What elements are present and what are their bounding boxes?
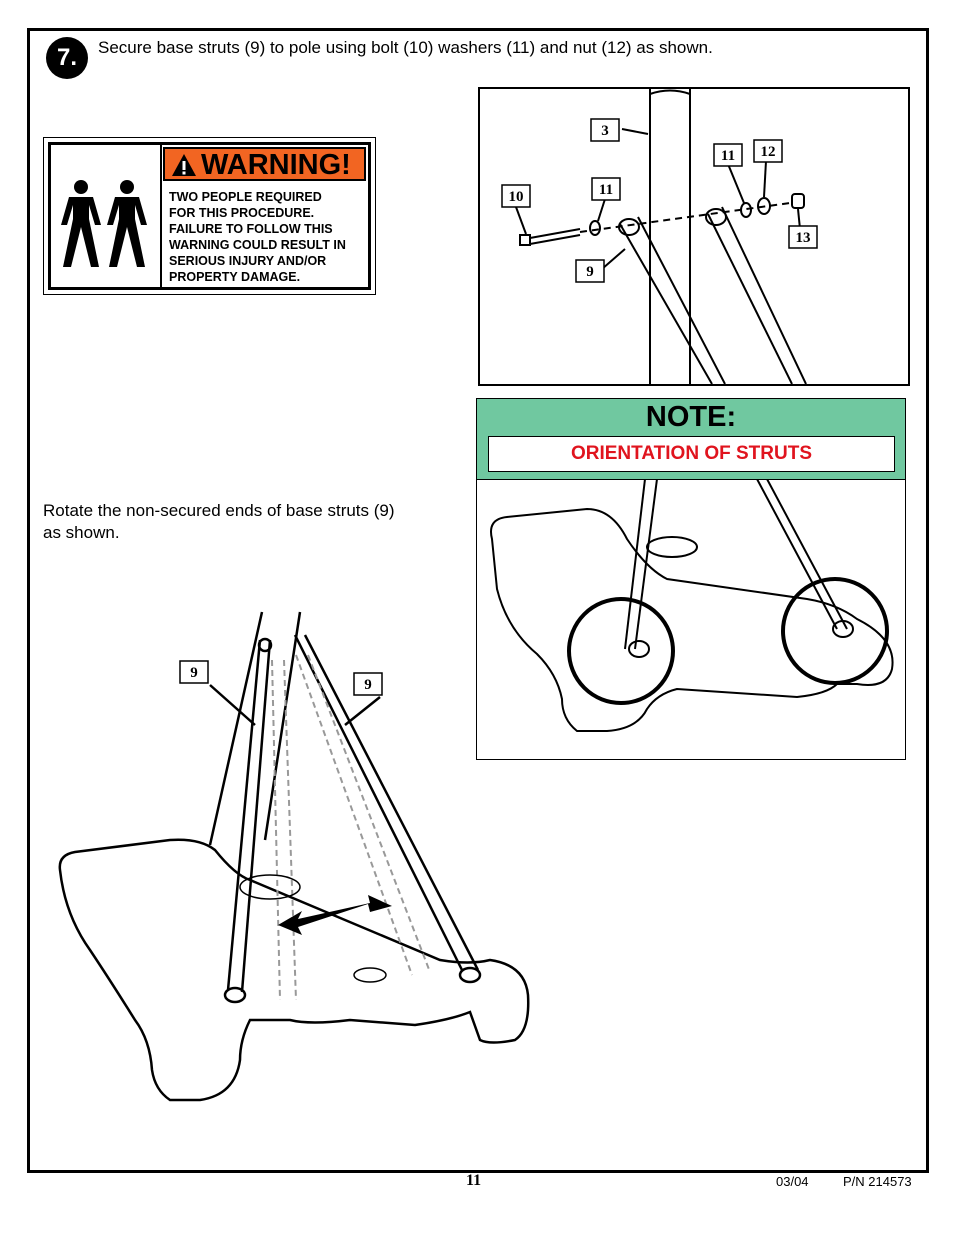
warning-line: FAILURE TO FOLLOW THIS [169, 222, 333, 236]
rotate-line: as shown. [43, 523, 120, 542]
revision-date: 03/04 [776, 1174, 809, 1189]
label-washer-right: 11 [721, 148, 735, 164]
label-strut-left: 9 [190, 665, 198, 681]
step-instruction: Secure base struts (9) to pole using bol… [98, 38, 713, 57]
warning-inner: WARNING! TWO PEOPLE REQUIRED FOR THIS PR… [48, 142, 371, 290]
warning-line: PROPERTY DAMAGE. [169, 270, 301, 284]
note-subtitle: ORIENTATION OF STRUTS [570, 443, 812, 464]
note-subtitle-box: ORIENTATION OF STRUTS [488, 436, 895, 472]
label-nut: 12 [761, 144, 776, 160]
warning-triangle-icon [172, 154, 196, 176]
warning-line: FOR THIS PROCEDURE. [169, 206, 315, 220]
strut-orientation-illustration [476, 479, 906, 760]
warning-line: TWO PEOPLE REQUIRED [169, 190, 322, 204]
page-number: 11 [466, 1172, 482, 1189]
rotate-line: Rotate the non-secured ends of base stru… [43, 501, 395, 520]
rotate-instruction: Rotate the non-secured ends of base stru… [43, 500, 395, 544]
label-cap: 13 [796, 230, 811, 246]
base-strut-illustration: 9 9 [50, 600, 540, 1110]
warning-text: TWO PEOPLE REQUIRED FOR THIS PROCEDURE. … [169, 189, 369, 285]
step-number-badge: 7. [46, 37, 88, 79]
note-title: NOTE: [645, 401, 737, 433]
warning-header: WARNING! [163, 147, 366, 181]
warning-box: WARNING! TWO PEOPLE REQUIRED FOR THIS PR… [43, 137, 376, 295]
two-people-icon [51, 145, 162, 287]
label-bolt: 10 [509, 189, 524, 205]
note-header: NOTE: ORIENTATION OF STRUTS [476, 398, 906, 480]
warning-line: SERIOUS INJURY AND/OR [169, 254, 327, 268]
label-washer-left: 11 [599, 182, 613, 198]
page-frame [27, 28, 929, 1173]
hardware-diagram: 3 10 11 11 12 13 9 [478, 87, 910, 386]
part-number: P/N 214573 [843, 1174, 912, 1189]
label-strut: 9 [586, 264, 594, 280]
label-strut-right: 9 [364, 677, 372, 693]
label-pole: 3 [601, 123, 609, 139]
warning-line: WARNING COULD RESULT IN [169, 238, 346, 252]
warning-title: WARNING! [201, 149, 351, 181]
